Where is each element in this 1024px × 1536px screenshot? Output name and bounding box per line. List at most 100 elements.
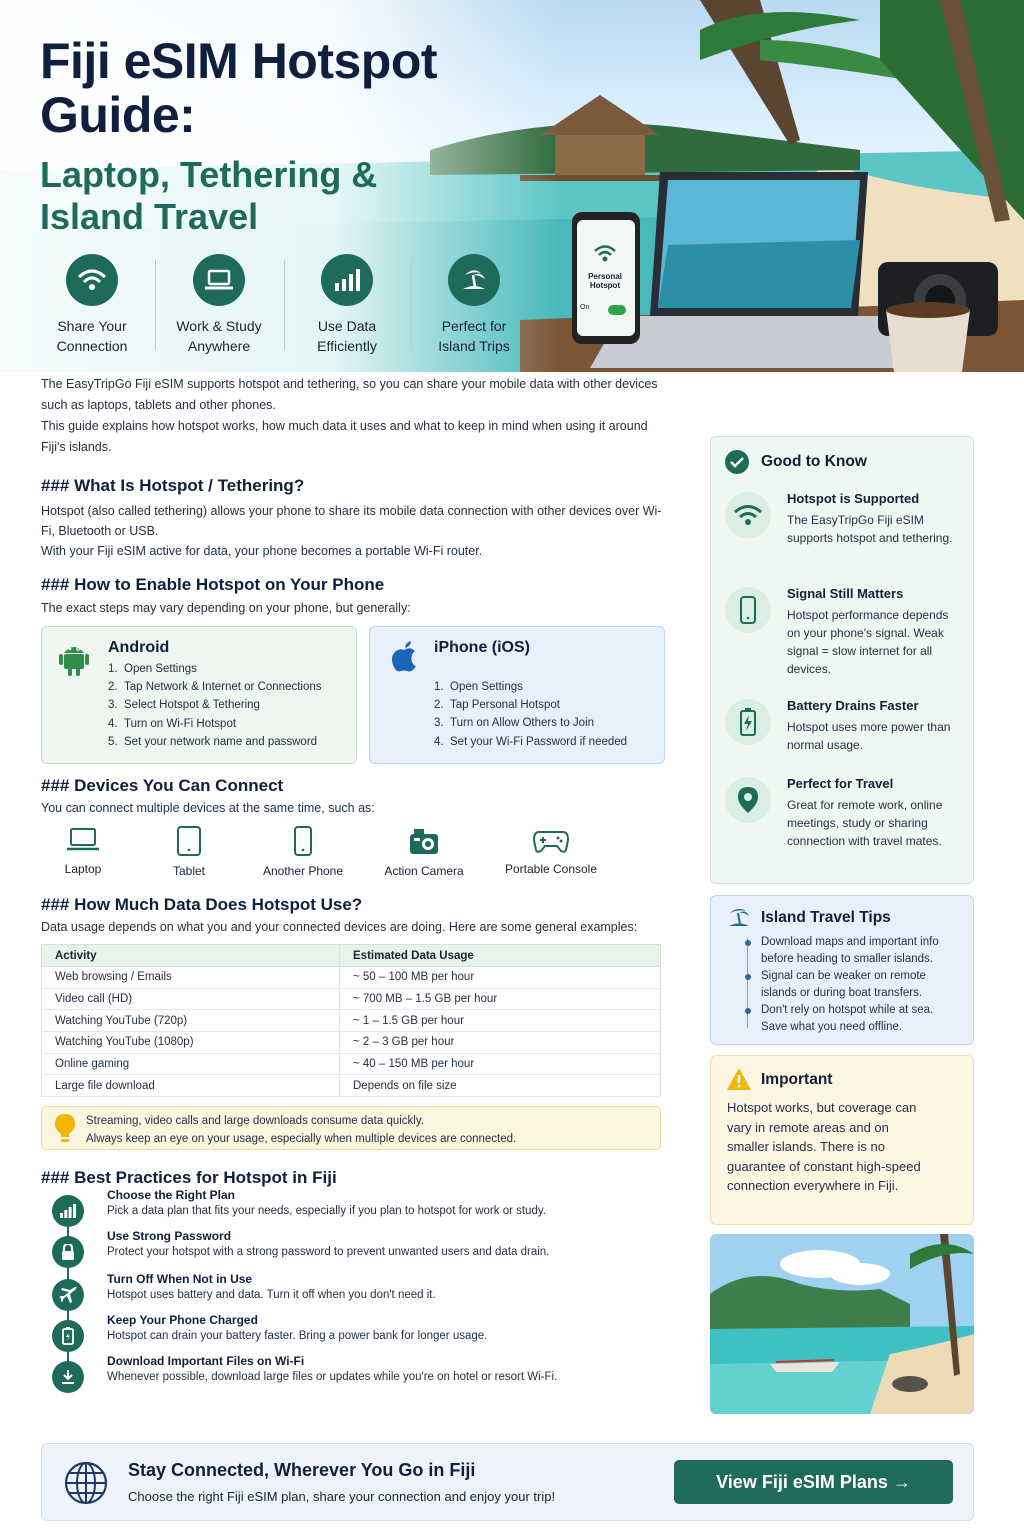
feature-divider (284, 260, 285, 350)
table-cell: Video call (HD) (41, 988, 340, 1011)
table-cell: ~ 50 – 100 MB per hour (339, 966, 661, 989)
table-header: Activity (41, 944, 340, 967)
best-practice-item: Use Strong Password Protect your hotspot… (52, 1229, 672, 1276)
list-item: 5.Set your network name and password (108, 735, 318, 748)
table-cell: Online gaming (41, 1053, 340, 1076)
android-title: Android (108, 639, 170, 656)
intro-paragraph: This guide explains how hotspot works, h… (41, 419, 648, 454)
tip-item: Download maps and important info before … (761, 936, 939, 965)
table-cell: Depends on file size (339, 1074, 661, 1098)
list-item: 4.Set your Wi-Fi Password if needed (434, 735, 628, 748)
list-item: 4.Turn on Wi-Fi Hotspot (108, 717, 237, 730)
good-item-title: Signal Still Matters (787, 586, 904, 601)
footer-title: Stay Connected, Wherever You Go in Fiji (128, 1460, 476, 1480)
tip-item: Don't rely on hotspot while at sea. Save… (761, 1004, 934, 1033)
apple-icon (390, 641, 418, 678)
android-steps-list: 1.Open Settings 2.Tap Network & Internet… (108, 660, 322, 751)
phone-wifi-icon (593, 244, 617, 269)
table-row: Watching YouTube (720p)~ 1 – 1.5 GB per … (41, 1009, 661, 1033)
list-item: 3.Select Hotspot & Tethering (108, 699, 260, 712)
list-item: 1.Open Settings (434, 681, 523, 693)
tip-item: Signal can be weaker on remote islands o… (761, 970, 926, 999)
good-item-desc: Hotspot uses more power than normal usag… (787, 720, 951, 752)
island-tips-heading: Island Travel Tips (761, 909, 891, 926)
best-practice-item: Turn Off When Not in Use Hotspot uses ba… (52, 1272, 672, 1319)
wifi-icon (725, 492, 771, 538)
table-cell: Web browsing / Emails (41, 966, 340, 989)
section-heading-usage: ### How Much Data Does Hotspot Use? (41, 895, 363, 914)
best-practice-title: Use Strong Password (107, 1229, 232, 1243)
table-header-row: Activity Estimated Data Usage (41, 944, 661, 967)
gamepad-icon (533, 831, 569, 853)
best-practice-desc: Hotspot can drain your battery faster. B… (107, 1330, 488, 1342)
page-title: Fiji eSIM Hotspot Guide: (40, 33, 438, 143)
ios-steps-card: iPhone (iOS) 1.Open Settings 2.Tap Perso… (369, 626, 665, 764)
airplane-icon (52, 1279, 84, 1311)
important-body: Hotspot works, but coverage can vary in … (727, 1100, 921, 1193)
section-heading-best: ### Best Practices for Hotspot in Fiji (41, 1168, 337, 1187)
phone-screen-label: Personal Hotspot (588, 272, 622, 290)
phone-toggle (608, 305, 626, 315)
view-plans-button[interactable]: View Fiji eSIM Plans → (674, 1460, 953, 1504)
best-practice-desc: Pick a data plan that fits your needs, e… (107, 1205, 546, 1217)
best-practice-title: Choose the Right Plan (107, 1188, 236, 1202)
cta-footer: Stay Connected, Wherever You Go in Fiji … (41, 1443, 974, 1521)
feature-divider (411, 260, 412, 350)
best-practice-item: Download Important Files on Wi-Fi Whenev… (52, 1354, 672, 1401)
tips-timeline (747, 938, 748, 1028)
device-label: Action Camera (384, 864, 464, 878)
island-icon (448, 254, 500, 306)
important-card: Important Hotspot works, but coverage ca… (710, 1055, 974, 1225)
enable-subtext: The exact steps may vary depending on yo… (41, 601, 411, 615)
good-item-desc: The EasyTripGo Fiji eSIM supports hotspo… (787, 513, 953, 545)
table-row: Watching YouTube (1080p)~ 2 – 3 GB per h… (41, 1031, 661, 1054)
tip-bullet (745, 974, 751, 980)
best-practice-item: Keep Your Phone Charged Hotspot can drai… (52, 1313, 672, 1360)
table-header: Estimated Data Usage (339, 944, 661, 967)
list-item: 1.Open Settings (108, 663, 197, 675)
table-cell: Large file download (41, 1074, 340, 1098)
intro-paragraph: The EasyTripGo Fiji eSIM supports hotspo… (41, 377, 658, 412)
battery-icon (725, 699, 771, 745)
table-cell: ~ 2 – 3 GB per hour (339, 1031, 661, 1054)
hero-banner: Fiji eSIM Hotspot Guide: Laptop, Tetheri… (0, 0, 1024, 372)
table-cell: ~ 1 – 1.5 GB per hour (339, 1009, 661, 1033)
feature-label: Connection (56, 338, 128, 354)
tip-bullet (745, 940, 751, 946)
warning-line: Always keep an eye on your usage, especi… (86, 1133, 517, 1145)
table-cell: ~ 700 MB – 1.5 GB per hour (339, 988, 661, 1011)
check-circle-icon (725, 450, 749, 479)
beach-photo (710, 1234, 974, 1414)
good-item-desc: Hotspot performance depends on your phon… (787, 608, 949, 676)
bar-chart-icon (321, 254, 373, 306)
what-paragraph: Hotspot (also called tethering) allows y… (41, 501, 666, 561)
island-tips-card: Island Travel Tips Download maps and imp… (710, 895, 974, 1045)
android-steps-card: Android 1.Open Settings 2.Tap Network & … (41, 626, 357, 764)
device-phone: Another Phone (253, 826, 353, 878)
table-row: Online gaming~ 40 – 150 MB per hour (41, 1053, 661, 1076)
table-row: Web browsing / Emails~ 50 – 100 MB per h… (41, 966, 661, 989)
good-item-title: Perfect for Travel (787, 776, 894, 791)
footer-desc: Choose the right Fiji eSIM plan, share y… (128, 1489, 556, 1504)
download-icon (52, 1361, 84, 1393)
good-item-title: Battery Drains Faster (787, 698, 919, 713)
feature-label: Use Data (317, 318, 377, 334)
phone-icon (294, 826, 312, 856)
device-label: Laptop (64, 862, 102, 876)
device-laptop: Laptop (43, 826, 123, 876)
feature-label: Island Trips (438, 338, 510, 354)
android-icon (58, 641, 90, 682)
good-to-know-card: Good to Know Hotspot is Supported The Ea… (710, 436, 974, 884)
section-heading-what: ### What Is Hotspot / Tethering? (41, 476, 305, 495)
best-practice-desc: Hotspot uses battery and data. Turn it o… (107, 1289, 436, 1301)
what-paragraph-1: Hotspot (also called tethering) allows y… (41, 504, 662, 538)
device-label: Portable Console (504, 862, 598, 876)
intro-text: The EasyTripGo Fiji eSIM supports hotspo… (41, 374, 666, 458)
best-practice-item: Choose the Right Plan Pick a data plan t… (52, 1188, 672, 1235)
device-tablet: Tablet (149, 826, 229, 878)
